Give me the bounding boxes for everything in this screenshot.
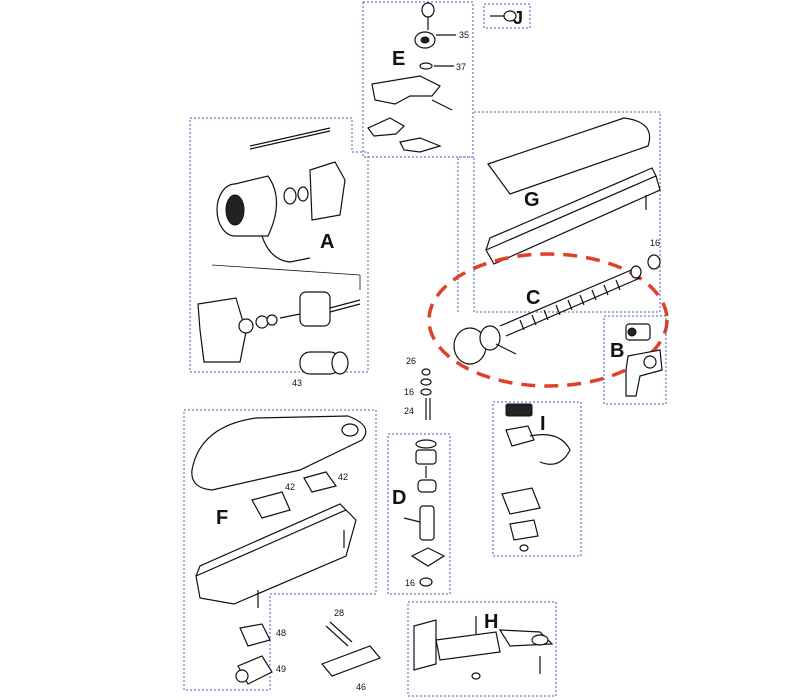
part-number-42-a: 42 (285, 482, 295, 492)
group-label-d: D (392, 487, 406, 509)
cover-parts-28-46: 28 46 (320, 608, 382, 692)
group-d-box: 16 D (387, 433, 451, 595)
group-label-g: G (524, 189, 540, 211)
group-b-box: B (603, 315, 667, 405)
capacitor-part: 43 (292, 351, 349, 388)
group-label-i: I (540, 413, 546, 435)
group-a-box: A (189, 117, 369, 373)
part-number-37: 37 (456, 62, 466, 72)
group-label-h: H (484, 611, 498, 633)
group-label-b: B (610, 340, 624, 362)
group-label-j: J (513, 8, 523, 28)
part-number-26: 26 (406, 356, 416, 366)
group-label-e: E (392, 48, 405, 70)
group-h-box: H (407, 601, 557, 697)
group-g-box: G 16 (457, 111, 661, 313)
part-number-35: 35 (459, 30, 469, 40)
part-number-49: 49 (276, 664, 286, 674)
group-label-a: A (320, 231, 334, 253)
group-i-box: I (492, 401, 582, 557)
centre-small-parts: 26 16 24 (404, 356, 432, 420)
part-number-46: 46 (356, 682, 366, 692)
part-number-16-low: 16 (405, 578, 415, 588)
group-e-box: 35 37 E (362, 1, 474, 158)
group-j-box: J (483, 3, 531, 29)
part-number-42-b: 42 (338, 472, 348, 482)
part-number-16-top: 16 (650, 238, 660, 248)
group-label-c: C (526, 287, 540, 309)
part-number-48: 48 (276, 628, 286, 638)
part-number-28: 28 (334, 608, 344, 618)
part-number-43: 43 (292, 378, 302, 388)
group-label-f: F (216, 507, 228, 529)
part-number-16-mid: 16 (404, 387, 414, 397)
group-c-highlight: C (427, 252, 669, 388)
part-number-24: 24 (404, 406, 414, 416)
group-f-box: 42 42 F 48 49 (183, 409, 377, 691)
